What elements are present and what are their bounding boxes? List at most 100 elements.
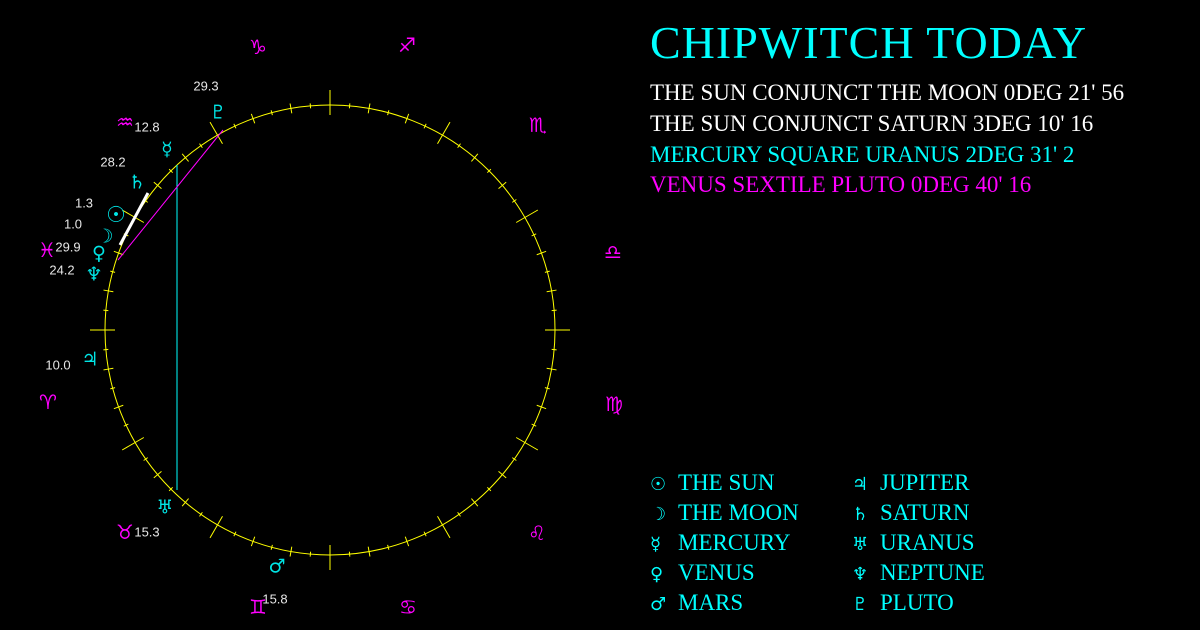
moon-icon: ☽ [650,504,667,525]
degree-tick [536,404,547,410]
degree-tick [367,546,371,557]
planet-pluto-icon: ♇ [209,101,227,124]
mercury-degree: 12.8 [134,119,160,135]
sign-taurus-icon: ♉ [116,520,134,544]
moon-degree: 1.0 [63,216,83,232]
aspect-line-sextile [117,129,224,261]
legend-item: ♅Uranus [852,531,975,554]
degree-tick [153,471,162,479]
legend-label: Jupiter [880,470,970,495]
mars-degree: 15.8 [262,591,288,607]
sign-sagittarius-icon: ♐ [398,33,416,57]
degree-tick [404,113,410,124]
degree-tick [250,113,256,124]
uranus-degree: 15.3 [134,524,160,540]
venus-icon: ♀ [650,564,664,585]
degree-tick [544,387,550,390]
legend-item: ♃ Jupiter [852,471,969,494]
legend-label: Venus [678,560,755,585]
degree-tick [404,536,410,547]
degree-tick [113,404,124,410]
neptune-degree: 24.2 [49,262,75,278]
degree-tick [168,168,174,174]
degree-tick [113,250,124,256]
degree-tick [515,437,539,451]
planet-sun-icon: ☉ [106,203,126,228]
degree-tick [437,515,451,539]
degree-tick [121,209,145,223]
sun-degree: 1.3 [74,195,94,211]
sign-cancer-icon: ♋ [399,595,417,619]
aspect-line: The Sun conjunct Saturn 3deg 10' 16 [650,111,1094,136]
sign-virgo-icon: ♍ [605,392,623,416]
legend-label: Mars [678,590,744,615]
legend-item: ☉ The Sun [650,471,774,494]
degree-tick [423,123,427,129]
legend-label: The Moon [678,500,799,525]
degree-tick [437,121,451,145]
degree-tick [233,531,237,537]
legend-item: ♄Saturn [852,501,969,524]
degree-tick [123,423,129,427]
degree-tick [457,143,461,149]
degree-tick [110,270,116,273]
planet-jupiter-icon: ♃ [81,348,99,371]
pluto-icon: ♇ [852,594,869,615]
degree-tick [103,289,114,293]
venus-degree: 29.9 [55,239,81,255]
degree-tick [387,544,390,550]
degree-tick [209,515,223,539]
legend-label: Uranus [880,530,975,555]
page-title: Chipwitch Today [650,17,1088,68]
sign-aquarius-icon: ♒ [116,110,134,134]
degree-tick [531,423,537,427]
degree-tick [181,153,189,162]
degree-tick [531,233,537,237]
legend-item: ♂ Mars [650,591,743,614]
degree-tick [289,546,293,557]
planet-mercury-icon: ☿ [161,138,173,161]
degree-tick [121,437,145,451]
degree-tick [103,367,114,371]
planet-mars-icon: ♂ [268,555,286,578]
jupiter-icon: ♃ [852,474,869,495]
legend-item: ☿Mercury [650,531,790,554]
planet-venus-icon: ♀ [92,242,106,265]
degree-tick [199,511,203,517]
sign-leo-icon: ♌ [528,521,546,545]
degree-tick [471,498,479,507]
degree-tick [486,168,492,174]
saturn-degree: 28.2 [100,154,126,170]
mercury-icon: ☿ [650,534,662,555]
neptune-icon: ♆ [852,564,869,585]
legend-label: The Sun [678,470,775,495]
legend-label: Neptune [880,560,985,585]
legend-item: ☽ The Moon [650,501,799,524]
sun-icon: ☉ [650,474,667,495]
degree-tick [143,457,149,461]
degree-tick [168,486,174,492]
planet-saturn-icon: ♄ [128,171,146,194]
degree-tick [181,498,189,507]
degree-tick [546,367,557,371]
sign-aries-icon: ♈ [39,390,57,414]
degree-tick [233,123,237,129]
sign-capricorn-icon: ♑ [249,35,267,59]
degree-tick [511,457,517,461]
sign-gemini-icon: ♊ [249,595,267,619]
degree-tick [387,110,390,116]
planet-moon-icon: ☽ [96,225,114,248]
mars-icon: ♂ [650,594,667,615]
aspect-line: Venus sextile Pluto 0deg 40' 16 [650,172,1032,197]
degree-tick [536,250,547,256]
legend-item: ♆ Neptune [852,561,985,584]
degree-tick [367,103,371,114]
degree-tick [423,531,427,537]
degree-tick [486,486,492,492]
degree-tick [498,181,507,189]
degree-tick [515,209,539,223]
degree-tick [544,270,550,273]
legend-item: ♇ Pluto [852,591,954,614]
legend-label: Pluto [880,590,954,615]
